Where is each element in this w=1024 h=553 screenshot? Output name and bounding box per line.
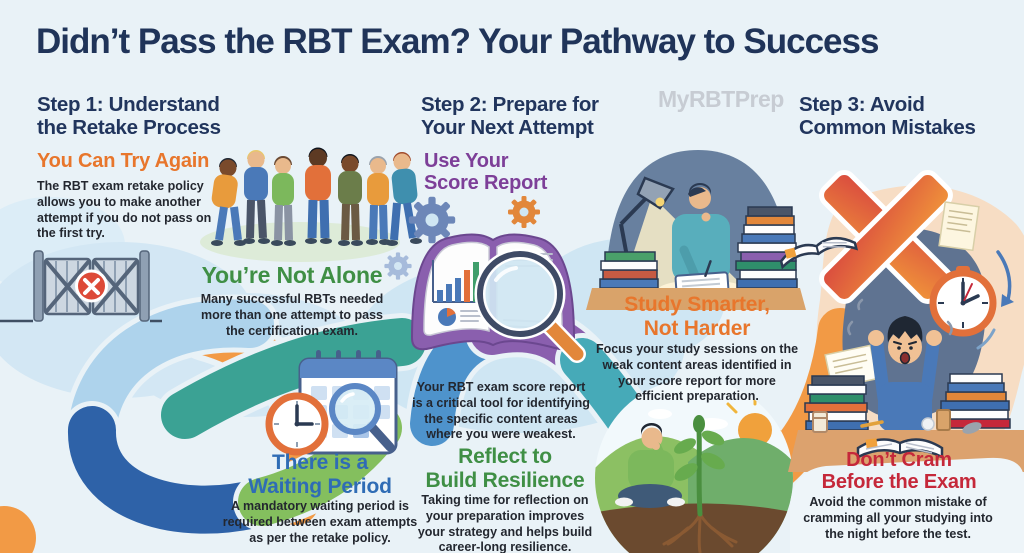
pencil-icon — [860, 420, 884, 428]
open-book-illustration — [384, 196, 586, 363]
stressed-person — [847, 298, 953, 432]
waiting-period-title: There is a Waiting Period — [248, 451, 392, 498]
score-report-title: Use Your Score Report — [424, 150, 548, 195]
x-badge-icon — [75, 269, 108, 303]
step2-heading: Step 2: Prepare for Your Next Attempt — [421, 93, 599, 140]
gear-icon — [384, 196, 540, 280]
book-stack-right — [735, 206, 798, 289]
coffee-cup-icon — [812, 409, 982, 434]
gate-illustration — [0, 250, 162, 323]
plant — [674, 415, 725, 517]
watermark: MyRBTPrep — [658, 86, 784, 112]
people-group-illustration — [200, 147, 422, 262]
studying-person — [672, 183, 730, 283]
step1-heading: Step 1: Understand the Retake Process — [37, 93, 221, 140]
try-again-title: You Can Try Again — [37, 150, 210, 172]
reflect-body: Taking time for reflection on your prepa… — [417, 493, 593, 553]
dont-cram-body: Avoid the common mistake of cramming all… — [803, 495, 993, 541]
dont-cram-panel — [790, 457, 1024, 553]
desk-open-book — [856, 438, 944, 460]
flying-open-book — [779, 237, 859, 270]
red-x-icon — [819, 170, 953, 304]
cramming-illustration — [779, 170, 1024, 553]
clock-icon — [265, 392, 329, 456]
alarm-clock-icon — [929, 250, 1014, 350]
crumpled-paper — [921, 417, 935, 431]
step3-heading: Step 3: Avoid Common Mistakes — [799, 93, 976, 140]
calendar-illustration — [265, 350, 398, 456]
pie-chart-icon — [438, 307, 456, 326]
desk — [586, 288, 806, 310]
reflect-title: Reflect to Build Resilience — [425, 445, 585, 492]
study-smarter-body: Focus your study sessions on the weak co… — [595, 342, 799, 404]
not-alone-title: You’re Not Alone — [201, 262, 383, 288]
not-alone-body: Many successful RBTs needed more than on… — [200, 292, 384, 338]
reflecting-person — [615, 423, 685, 508]
magnifier-icon — [474, 248, 586, 363]
bar-chart-icon — [432, 260, 482, 303]
study-smarter-title: Study Smarter, Not Harder — [624, 293, 770, 340]
magnifier-icon-small — [329, 383, 395, 452]
page-title: Didn’t Pass the RBT Exam? Your Pathway t… — [36, 22, 879, 61]
plant-roots — [662, 512, 738, 553]
waiting-period-body: A mandatory waiting period is required b… — [222, 499, 418, 545]
try-again-body: The RBT exam retake policy allows you to… — [37, 179, 212, 241]
score-report-body: Your RBT exam score report is a critical… — [412, 380, 590, 442]
dont-cram-title: Don’t Cram Before the Exam — [821, 449, 977, 494]
study-desk-illustration — [586, 150, 806, 310]
book-stack-left — [599, 251, 659, 289]
